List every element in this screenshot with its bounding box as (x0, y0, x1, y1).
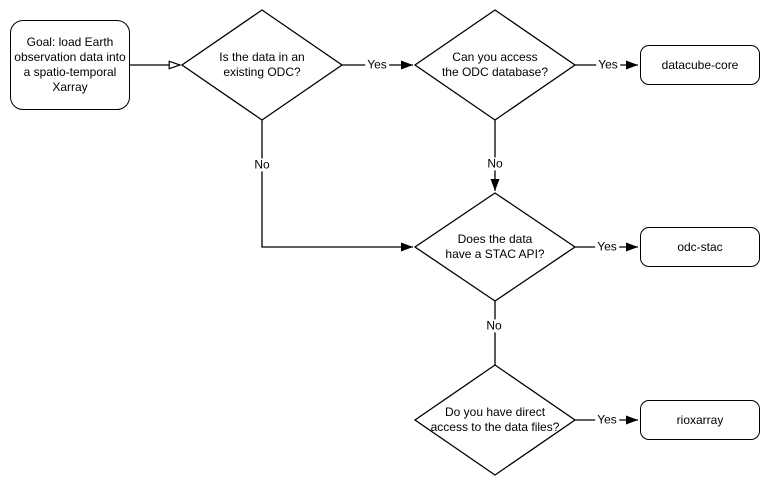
decision-stac-api (413, 192, 577, 302)
edge-existing-odc-no (261, 120, 413, 252)
decision-odc-db-access (413, 9, 577, 121)
edge-label-odc-db-access-yes: Yes (596, 57, 620, 72)
edge-label-direct-file-access-yes: Yes (595, 412, 619, 427)
edge-label-existing-odc-no: No (252, 157, 272, 172)
edge-label-stac-api-no: No (484, 318, 504, 333)
edge-label-odc-db-access-no: No (485, 156, 505, 171)
decision-existing-odc (180, 9, 344, 121)
edge-label-existing-odc-yes: Yes (365, 57, 389, 72)
outcome-datacube-core-label: datacube-core (661, 57, 739, 72)
decision-direct-file-access (413, 364, 577, 476)
start-node: Goal: load Earth observation data into a… (10, 20, 130, 110)
outcome-odc-stac-label: odc-stac (677, 239, 723, 254)
outcome-rioxarray-label: rioxarray (676, 412, 724, 427)
outcome-odc-stac: odc-stac (640, 227, 760, 267)
outcome-rioxarray: rioxarray (640, 400, 760, 440)
edge-label-stac-api-yes: Yes (595, 239, 619, 254)
start-node-label: Goal: load Earth observation data into a… (14, 35, 126, 94)
outcome-datacube-core: datacube-core (640, 45, 760, 85)
